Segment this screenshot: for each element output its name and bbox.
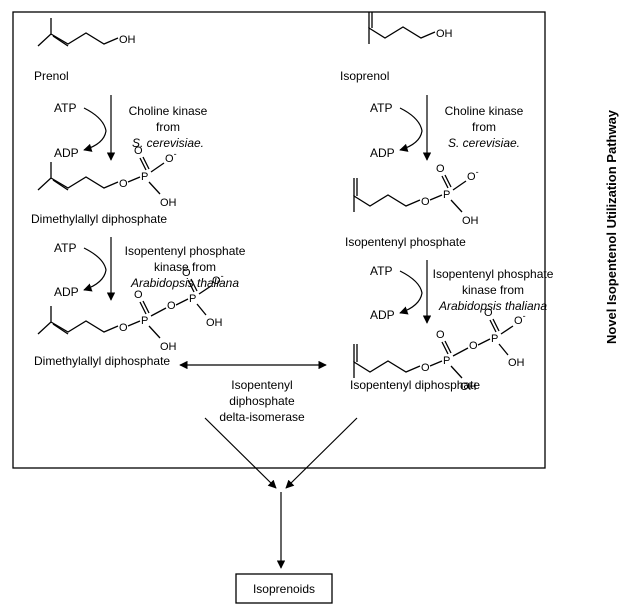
left-step1-enzyme-2: from [156, 120, 180, 134]
svg-text:O: O [134, 145, 143, 157]
right-step2-enzyme-2: kinase from [462, 283, 524, 297]
svg-text:P: P [141, 315, 148, 327]
isoprenol-structure: OH [368, 12, 453, 44]
svg-text:O: O [484, 307, 493, 319]
left-step2-enzyme-2: kinase from [154, 260, 216, 274]
prenol-label: Prenol [34, 69, 69, 83]
right-step1-atp: ATP [370, 101, 392, 115]
left-step1-adp: ADP [54, 146, 79, 160]
svg-text:O-: O- [514, 311, 526, 327]
left-step2-enzyme-3: Arabidopsis thaliana [130, 276, 239, 290]
svg-text:O: O [469, 340, 478, 352]
side-title: Novel Isopentenol Utilization Pathway [604, 109, 619, 344]
right-intermediate-label: Isopentenyl phosphate [345, 235, 466, 249]
isoprenoids-label: Isoprenoids [253, 582, 315, 596]
left-step1-atp: ATP [54, 101, 76, 115]
svg-text:P: P [491, 333, 498, 345]
pathway-box [12, 11, 546, 469]
svg-text:OH: OH [508, 357, 525, 369]
isoprenoids-box [235, 573, 333, 604]
svg-text:OH: OH [206, 317, 223, 329]
left-step1-arrows [83, 95, 116, 161]
right-step2-arrows [399, 260, 432, 324]
isomerase-label-1: Isopentenyl [231, 378, 292, 392]
isoprenol-label: Isoprenol [340, 69, 389, 83]
right-step1-enzyme-3: S. cerevisiae. [448, 136, 520, 150]
left-step2-arrows [83, 237, 116, 301]
right-converge-arrow [285, 417, 358, 489]
svg-text:O: O [119, 322, 128, 334]
left-intermediate-structure: O P O O- OH [37, 145, 177, 209]
isoprenol-oh-atom: OH [436, 28, 453, 40]
svg-text:OH: OH [160, 341, 177, 353]
svg-text:P: P [141, 171, 148, 183]
left-step2-enzyme-1: Isopentenyl phosphate [125, 244, 246, 258]
svg-text:OH: OH [462, 215, 479, 227]
svg-text:OH: OH [160, 197, 177, 209]
right-product-structure: O P O OH O P O O- OH [353, 307, 526, 393]
svg-text:O: O [436, 329, 445, 341]
svg-text:P: P [189, 293, 196, 305]
isomerase-label-3: delta-isomerase [219, 410, 305, 424]
svg-text:O: O [421, 196, 430, 208]
left-step2-atp: ATP [54, 241, 76, 255]
svg-text:O-: O- [467, 167, 479, 183]
left-product-label: Dimethylallyl diphosphate [34, 354, 170, 368]
left-converge-arrow [204, 417, 277, 489]
isomerase-label-2: diphosphate [229, 394, 295, 408]
svg-text:OH: OH [460, 381, 477, 393]
left-intermediate-label: Dimethylallyl diphosphate [31, 212, 167, 226]
svg-text:P: P [443, 355, 450, 367]
right-step2-enzyme-3: Arabidopsis thaliana [438, 299, 547, 313]
svg-text:O: O [182, 267, 191, 279]
right-step1-enzyme-2: from [472, 120, 496, 134]
prenol-structure: OH [37, 18, 136, 47]
right-intermediate-structure: O P O O- OH [353, 163, 479, 227]
svg-text:O-: O- [165, 149, 177, 165]
svg-text:P: P [443, 189, 450, 201]
right-step2-adp: ADP [370, 308, 395, 322]
prenol-oh-atom: OH [119, 34, 136, 46]
svg-text:O: O [436, 163, 445, 175]
svg-text:O: O [134, 289, 143, 301]
right-step1-arrows [399, 95, 432, 161]
left-step1-enzyme-3: S. cerevisiae. [132, 136, 204, 150]
right-step2-atp: ATP [370, 264, 392, 278]
left-step2-adp: ADP [54, 285, 79, 299]
left-product-structure: O P O OH O P O O- OH [37, 267, 224, 353]
svg-text:O: O [421, 362, 430, 374]
right-step1-adp: ADP [370, 146, 395, 160]
svg-text:O: O [167, 300, 176, 312]
right-product-label: Isopentenyl diphosphate [350, 378, 480, 392]
left-step1-enzyme-1: Choline kinase [129, 104, 208, 118]
right-step1-enzyme-1: Choline kinase [445, 104, 524, 118]
svg-text:O-: O- [212, 271, 224, 287]
svg-text:O: O [119, 178, 128, 190]
right-step2-enzyme-1: Isopentenyl phosphate [433, 267, 554, 281]
